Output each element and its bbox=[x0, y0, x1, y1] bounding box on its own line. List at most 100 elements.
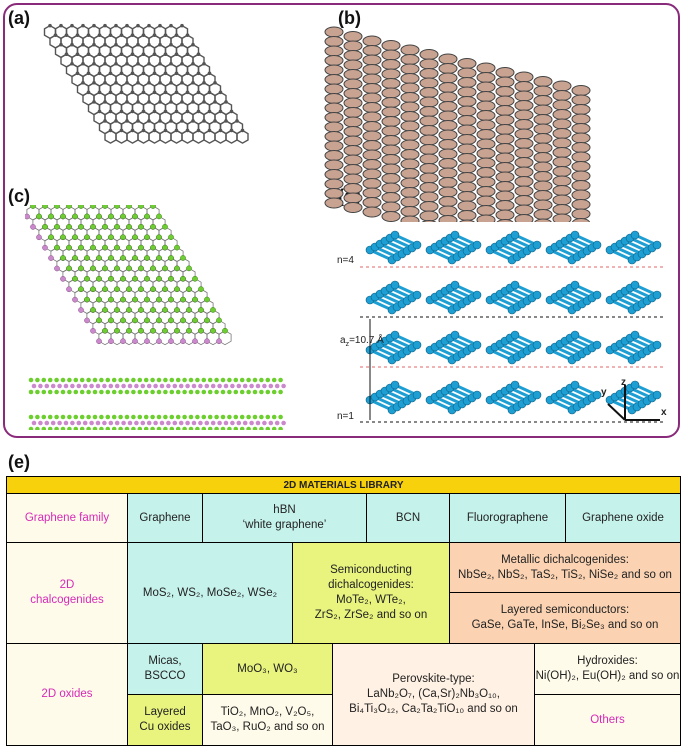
bn-hexagon bbox=[514, 147, 534, 159]
s-atom bbox=[198, 286, 204, 292]
carbon-atom bbox=[207, 128, 212, 133]
mo-atom bbox=[70, 383, 75, 389]
mo-atom bbox=[31, 420, 37, 426]
bn-hexagon bbox=[552, 118, 572, 130]
bn-hexagon bbox=[457, 124, 477, 136]
mo-atom bbox=[255, 383, 261, 389]
mo-atom bbox=[134, 420, 139, 426]
s-atom bbox=[168, 275, 174, 282]
bn-hexagon bbox=[495, 171, 515, 183]
s-atom bbox=[92, 377, 98, 383]
s-atom bbox=[156, 234, 162, 241]
carbon-atom bbox=[103, 100, 107, 104]
bn-hexagon bbox=[533, 133, 553, 144]
bn-hexagon bbox=[324, 188, 344, 199]
s-atom bbox=[124, 414, 130, 420]
hexagon bbox=[159, 129, 172, 144]
carbon-atom bbox=[130, 33, 135, 37]
bn-hexagon bbox=[457, 143, 477, 155]
mo-atom bbox=[50, 420, 56, 426]
carbon-atom bbox=[114, 61, 118, 66]
bn-hexagon bbox=[343, 126, 363, 137]
s-atom bbox=[138, 223, 144, 230]
mo-atom bbox=[42, 244, 48, 251]
s-atom bbox=[132, 213, 138, 220]
carbon-atom bbox=[185, 109, 190, 114]
bn-hexagon bbox=[324, 131, 344, 142]
s-atom bbox=[259, 414, 264, 420]
carbon-atom bbox=[158, 100, 162, 104]
bn-hexagon bbox=[552, 147, 572, 158]
s-atom bbox=[114, 265, 120, 272]
bn-hexagon bbox=[495, 209, 515, 221]
s-atom bbox=[108, 317, 114, 324]
p-atom bbox=[472, 390, 482, 400]
cell-tio2: TiO₂, MnO₂, V₂O₅,TaO₃, RuO₂ and so on bbox=[202, 694, 333, 746]
mo-atom bbox=[96, 338, 102, 345]
s-atom bbox=[54, 205, 60, 209]
s-atom bbox=[188, 426, 194, 430]
bn-hexagon bbox=[476, 110, 496, 121]
s-atom bbox=[102, 223, 108, 230]
s-atom bbox=[114, 286, 120, 292]
s-atom bbox=[144, 213, 150, 220]
s-atom bbox=[126, 327, 132, 334]
bn-hexagon bbox=[438, 91, 458, 103]
bn-hexagon bbox=[438, 82, 458, 93]
s-atom bbox=[28, 414, 34, 420]
s-atom bbox=[96, 213, 102, 220]
bn-hexagon bbox=[495, 95, 515, 107]
s-atom bbox=[92, 414, 98, 420]
mo-atom bbox=[268, 383, 274, 389]
bn-hexagon bbox=[343, 107, 363, 118]
p-atom bbox=[532, 240, 542, 250]
bn-hexagon bbox=[457, 77, 477, 88]
bn-hexagon bbox=[533, 171, 553, 182]
mo-atom bbox=[204, 338, 210, 345]
s-atom bbox=[156, 414, 162, 420]
bn-hexagon bbox=[476, 214, 496, 222]
bn-hexagon bbox=[362, 54, 382, 66]
carbon-atom bbox=[169, 23, 173, 28]
mo-atom bbox=[82, 383, 88, 389]
hexagon bbox=[137, 129, 150, 144]
cell-layered-semiconductors: Layered semiconductors:GaSe, GaTe, InSe,… bbox=[449, 592, 681, 644]
carbon-atom bbox=[202, 81, 206, 85]
graphene-lattice bbox=[43, 23, 249, 144]
carbon-atom bbox=[152, 128, 157, 133]
s-atom bbox=[102, 205, 108, 209]
s-atom bbox=[36, 213, 42, 220]
carbon-atom bbox=[81, 61, 85, 66]
s-atom bbox=[60, 426, 66, 430]
bn-hexagon bbox=[476, 176, 496, 188]
s-atom bbox=[143, 414, 149, 420]
hexagon bbox=[148, 129, 161, 144]
carbon-atom bbox=[185, 71, 190, 76]
s-atom bbox=[144, 275, 150, 282]
s-atom bbox=[271, 377, 277, 383]
bn-hexagon bbox=[400, 177, 420, 189]
bn-hexagon bbox=[400, 149, 420, 160]
bn-hexagon bbox=[324, 121, 344, 133]
bn-hexagon bbox=[343, 88, 363, 99]
p-atom bbox=[390, 280, 400, 290]
bn-hexagon bbox=[476, 205, 496, 216]
carbon-atom bbox=[180, 23, 184, 28]
bn-hexagon bbox=[534, 218, 552, 222]
mo-atom bbox=[127, 420, 133, 426]
s-atom bbox=[278, 426, 283, 430]
s-atom bbox=[201, 377, 207, 383]
mo-atom bbox=[223, 383, 229, 389]
s-atom bbox=[182, 389, 187, 395]
carbon-atom bbox=[141, 52, 146, 57]
bn-hexagon bbox=[362, 140, 382, 151]
mo-atom bbox=[120, 338, 126, 345]
bn-hexagon bbox=[495, 190, 515, 202]
bn-hexagon bbox=[495, 67, 515, 78]
s-atom bbox=[42, 205, 48, 209]
carbon-atom bbox=[180, 119, 184, 123]
s-atom bbox=[72, 275, 78, 282]
s-atom bbox=[278, 389, 283, 395]
carbon-atom bbox=[59, 23, 63, 28]
s-atom bbox=[227, 414, 232, 420]
